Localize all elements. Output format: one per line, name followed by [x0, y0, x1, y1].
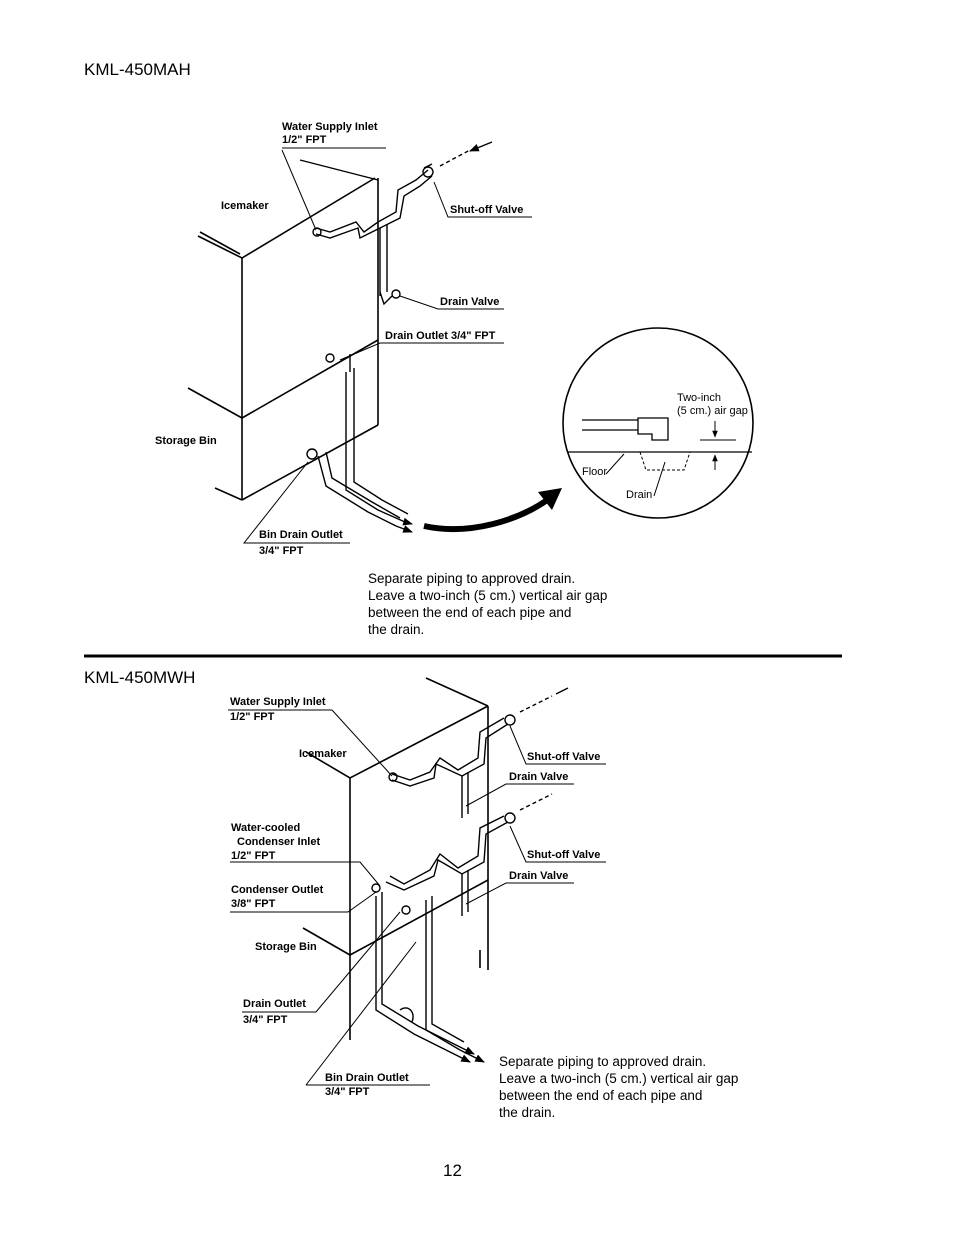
- bottom-condenser-outlet-label-1: Condenser Outlet: [231, 884, 324, 896]
- bottom-note-line-3: between the end of each pipe and: [499, 1088, 703, 1103]
- top-note-line-1: Separate piping to approved drain.: [368, 571, 576, 586]
- top-airgap-detail: [562, 327, 754, 519]
- detail-drain-label: Drain: [626, 489, 653, 501]
- bottom-note-line-2: Leave a two-inch (5 cm.) vertical air ga…: [499, 1071, 739, 1086]
- bottom-note: Separate piping to approved drain. Leave…: [499, 1053, 799, 1121]
- top-bin-drain-label-1: Bin Drain Outlet: [259, 529, 343, 541]
- top-icemaker-label: Icemaker: [221, 200, 269, 212]
- top-water-piping: [306, 141, 493, 533]
- top-bin-drain-label-2: 3/4" FPT: [259, 545, 304, 557]
- bottom-drain-outlet-label-1: Drain Outlet: [243, 998, 306, 1010]
- bottom-note-line-4: the drain.: [499, 1105, 556, 1120]
- bottom-shutoff-valve-label-2: Shut-off Valve: [527, 849, 601, 861]
- bottom-model-title: KML-450MWH: [84, 668, 196, 687]
- bottom-water-supply-label-1: Water Supply Inlet: [230, 696, 326, 708]
- top-label-leaders: [242, 147, 532, 544]
- detail-airgap-label-1: Two-inch: [677, 392, 722, 404]
- bottom-drain-valve-label-2: Drain Valve: [509, 870, 569, 882]
- detail-airgap-label-2: (5 cm.) air gap: [677, 405, 748, 417]
- top-note-line-2: Leave a two-inch (5 cm.) vertical air ga…: [368, 588, 608, 603]
- top-icemaker-cabinet: [187, 159, 379, 501]
- bottom-note-line-1: Separate piping to approved drain.: [499, 1054, 707, 1069]
- bottom-icemaker-label: Icemaker: [299, 748, 347, 760]
- top-note-line-4: the drain.: [368, 622, 425, 637]
- top-storage-bin-label: Storage Bin: [155, 435, 217, 447]
- bottom-condenser-inlet-label-3: 1/2" FPT: [231, 850, 276, 862]
- bottom-label-leaders: [228, 709, 606, 1086]
- bottom-shutoff-valve-label-1: Shut-off Valve: [527, 751, 601, 763]
- top-note-line-3: between the end of each pipe and: [368, 605, 572, 620]
- bottom-storage-bin-label: Storage Bin: [255, 941, 317, 953]
- top-drain-outlet-label: Drain Outlet 3/4" FPT: [385, 330, 496, 342]
- bottom-drain-valve-label-1: Drain Valve: [509, 771, 569, 783]
- top-model-title: KML-450MAH: [84, 60, 191, 79]
- top-water-supply-label-1: Water Supply Inlet: [282, 121, 378, 133]
- top-water-supply-label-2: 1/2" FPT: [282, 134, 327, 146]
- detail-floor-label: Floor: [582, 466, 608, 478]
- bottom-icemaker-cabinet: [302, 677, 489, 1040]
- bottom-water-piping: [371, 687, 569, 1063]
- top-drain-valve-label: Drain Valve: [440, 296, 500, 308]
- bottom-condenser-inlet-label-1: Water-cooled: [231, 822, 301, 834]
- bottom-bin-drain-label-1: Bin Drain Outlet: [325, 1072, 409, 1084]
- top-curved-arrow: [423, 488, 562, 532]
- bottom-water-supply-label-2: 1/2" FPT: [230, 711, 275, 723]
- bottom-drain-outlet-label-2: 3/4" FPT: [243, 1014, 288, 1026]
- bottom-condenser-outlet-label-2: 3/8" FPT: [231, 898, 276, 910]
- bottom-bin-drain-label-2: 3/4" FPT: [325, 1086, 370, 1098]
- top-note: Separate piping to approved drain. Leave…: [368, 570, 668, 638]
- page-number: 12: [443, 1161, 462, 1180]
- bottom-condenser-inlet-label-2: Condenser Inlet: [237, 836, 321, 848]
- top-shutoff-valve-label: Shut-off Valve: [450, 204, 524, 216]
